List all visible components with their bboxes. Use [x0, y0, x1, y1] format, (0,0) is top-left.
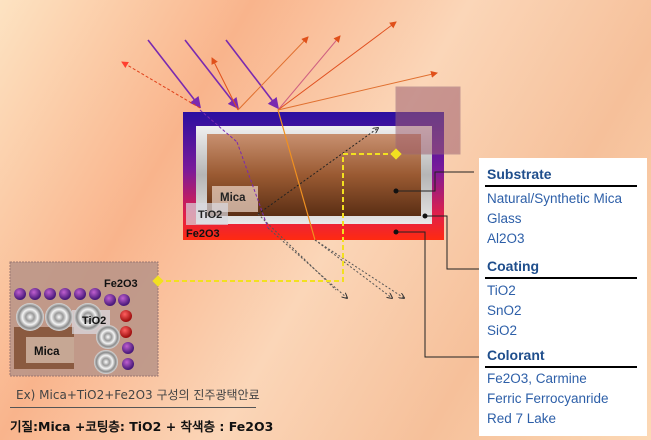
caption-divider	[10, 407, 256, 408]
label-mica: Mica	[220, 192, 246, 204]
fe2o3-dot	[14, 288, 26, 300]
fe2o3-dot	[104, 294, 116, 306]
internal-ray-4	[277, 109, 316, 241]
fe2o3-dot	[120, 326, 132, 338]
legend-colorant-item: Red 7 Lake	[487, 411, 557, 426]
tio2-sphere	[96, 325, 120, 349]
legend-substrate-rule	[485, 185, 637, 187]
example-caption: Ex) Mica+TiO2+Fe2O3 구성의 진주광택안료	[16, 388, 260, 402]
label-fe2o3: Fe2O3	[186, 228, 220, 240]
composition-formula: 기질:Mica +코팅층: TiO2 + 착색층 : Fe2O3	[10, 419, 274, 434]
leader-substrate-dot	[393, 188, 399, 194]
fe2o3-dot	[59, 288, 71, 300]
tio2-sphere	[94, 350, 118, 374]
zoom-connector	[158, 153, 396, 282]
legend-leaders	[393, 171, 480, 358]
leader-substrate	[396, 171, 474, 192]
legend-colorant-heading: Colorant	[487, 347, 545, 363]
reflected-ray-5	[277, 21, 397, 111]
internal-ray-6	[314, 239, 404, 298]
leader-coating	[425, 215, 480, 270]
inset-label-tio2: TiO2	[82, 315, 107, 327]
inset-fe2o3-dots	[14, 288, 134, 370]
internal-ray-1	[199, 109, 238, 143]
reflected-rays	[121, 21, 438, 111]
legend-colorant-item: Fe2O3, Carmine	[487, 371, 587, 386]
legend-panel: Substrate Natural/Synthetic Mica Glass A…	[479, 158, 647, 436]
inset-tio2-spheres	[16, 303, 120, 374]
internal-ray-3	[267, 227, 347, 298]
legend-coating-item: SiO2	[487, 323, 518, 338]
legend-colorant-item: Ferric Ferrocyanride	[487, 391, 609, 406]
incident-rays	[147, 39, 279, 110]
fe2o3-dot	[118, 294, 130, 306]
zoom-connector-end	[152, 275, 164, 287]
fe2o3-dot	[29, 288, 41, 300]
legend-substrate-item: Al2O3	[487, 231, 525, 246]
leader-colorant	[396, 231, 480, 358]
legend-coating-item: TiO2	[487, 283, 516, 298]
tio2-sphere	[45, 303, 73, 331]
legend-substrate-heading: Substrate	[487, 166, 552, 182]
incident-ray-3	[225, 39, 279, 110]
inset-closeup	[9, 261, 159, 377]
zoom-connector-start	[390, 148, 402, 160]
fe2o3-dot	[44, 288, 56, 300]
tio2-sphere	[74, 303, 102, 331]
reflected-ray-4	[277, 35, 341, 111]
overlay-square	[395, 86, 461, 155]
legend-coating-rule	[485, 277, 637, 279]
inset-label-mica: Mica	[34, 346, 60, 358]
legend-colorant-rule	[485, 366, 637, 368]
internal-ray-7	[257, 128, 378, 215]
inset-mica-highlight	[26, 337, 74, 363]
tio2-sphere	[16, 303, 44, 331]
legend-coating-item: SnO2	[487, 303, 522, 318]
fe2o3-dot	[120, 310, 132, 322]
legend-coating-heading: Coating	[487, 258, 540, 274]
incident-ray-2	[184, 39, 239, 110]
fe2o3-dot	[89, 288, 101, 300]
reflected-ray-3	[237, 36, 309, 111]
tio2-highlight	[186, 203, 228, 225]
legend-substrate-item: Glass	[487, 211, 522, 226]
internal-ray-2	[236, 141, 269, 229]
fe2o3-dot	[122, 358, 134, 370]
transmitted-rays	[199, 109, 404, 298]
label-tio2: TiO2	[198, 209, 223, 221]
leader-coating-dot	[422, 213, 428, 219]
incident-ray-1	[147, 39, 201, 109]
internal-ray-5	[314, 239, 392, 298]
fe2o3-dot	[74, 288, 86, 300]
reflected-ray-6	[277, 70, 438, 111]
legend-substrate-item: Natural/Synthetic Mica	[487, 191, 623, 206]
fe2o3-dot	[122, 342, 134, 354]
reflected-ray-1	[121, 61, 201, 109]
leader-colorant-dot	[393, 229, 399, 235]
inset-label-fe2o3: Fe2O3	[104, 278, 138, 290]
reflected-ray-2	[211, 57, 239, 111]
